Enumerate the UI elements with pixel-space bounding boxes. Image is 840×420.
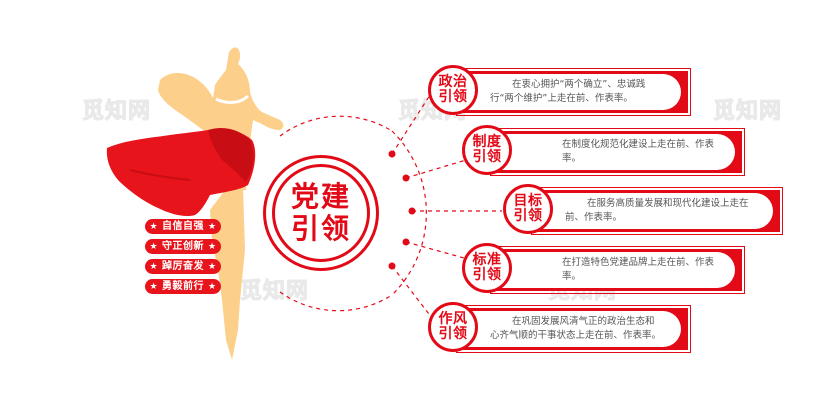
star-icon: ★: [207, 262, 217, 272]
connector-nodes: [388, 150, 416, 270]
card-subtitle: 引领: [438, 326, 468, 342]
slogan-text: 自信自强: [162, 221, 204, 232]
star-icon: ★: [149, 242, 159, 252]
center-title-line1: 党建: [290, 180, 351, 213]
star-icon: ★: [207, 282, 217, 292]
connector-arc: [391, 130, 427, 296]
card-style: 在巩固发展风清气正的政治生态和心齐气顺的干事状态上走在前、作表率。 作风 引领: [428, 302, 691, 353]
card-badge: 制度 引领: [462, 125, 512, 175]
card-political: 在衷心拥护“两个确立”、忠诚践行“两个维护”上走在前、作表率。 政治 引领: [428, 65, 691, 116]
card-standard: 在打造特色党建品牌上走在前、作表率。 标准 引领: [462, 243, 745, 294]
card-text: 在服务高质量发展和现代化建设上走在前、作表率。: [565, 198, 749, 223]
connector-lines: [391, 91, 502, 319]
card-text: 在巩固发展风清气正的政治生态和心齐气顺的干事状态上走在前、作表率。: [490, 316, 662, 341]
card-title: 作风: [438, 311, 468, 327]
card-subtitle: 引领: [472, 149, 502, 165]
slogan-text: 踔厉奋发: [162, 261, 204, 272]
card-subtitle: 引领: [513, 208, 543, 224]
slogan-badge: ★ 守正创新 ★: [145, 239, 221, 254]
torch-band: [215, 94, 250, 104]
card-badge: 目标 引领: [503, 184, 553, 234]
card-subtitle: 引领: [438, 89, 468, 105]
card-system: 在制度化规范化建设上走在前、作表率。 制度 引领: [462, 125, 745, 176]
center-badge: 党建 引领: [263, 155, 379, 271]
star-icon: ★: [149, 282, 159, 292]
card-text: 在衷心拥护“两个确立”、忠诚践行“两个维护”上走在前、作表率。: [490, 79, 646, 104]
card-badge: 作风 引领: [428, 302, 478, 352]
ribbon-icon: [106, 128, 256, 217]
slogan-badge: ★ 自信自强 ★: [145, 219, 221, 234]
slogan-text: 守正创新: [162, 241, 204, 252]
card-text: 在制度化规范化建设上走在前、作表率。: [562, 139, 715, 164]
card-title: 政治: [438, 74, 468, 90]
card-goal: 在服务高质量发展和现代化建设上走在前、作表率。 目标 引领: [503, 184, 783, 235]
slogan-text: 勇毅前行: [162, 281, 204, 292]
card-badge: 政治 引领: [428, 65, 478, 115]
card-title: 目标: [513, 193, 543, 209]
card-title: 制度: [472, 134, 502, 150]
star-icon: ★: [207, 222, 217, 232]
star-icon: ★: [149, 222, 159, 232]
star-icon: ★: [149, 262, 159, 272]
star-icon: ★: [207, 242, 217, 252]
card-subtitle: 引领: [472, 267, 502, 283]
slogan-badge: ★ 踔厉奋发 ★: [145, 259, 221, 274]
card-badge: 标准 引领: [462, 243, 512, 293]
card-title: 标准: [472, 252, 502, 268]
slogan-badge: ★ 勇毅前行 ★: [145, 279, 221, 294]
card-text: 在打造特色党建品牌上走在前、作表率。: [562, 257, 715, 282]
center-title-line2: 引领: [290, 212, 351, 245]
